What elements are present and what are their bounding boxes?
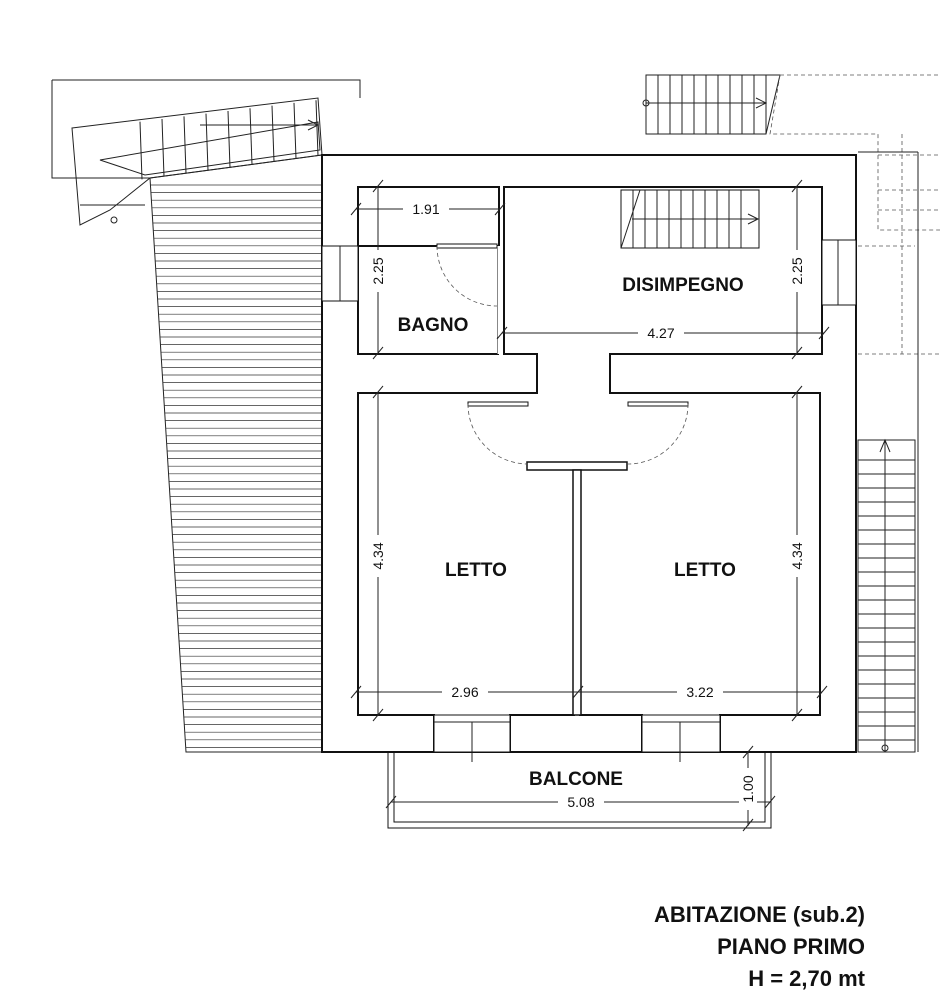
doors bbox=[436, 243, 689, 465]
left-ramp bbox=[149, 154, 323, 753]
title-line-3: H = 2,70 mt bbox=[748, 966, 865, 991]
top-right-stair bbox=[642, 74, 940, 752]
balcony bbox=[387, 751, 772, 829]
dim-balcone-width: 5.08 bbox=[567, 794, 594, 810]
dim-letto-right-width: 3.22 bbox=[686, 684, 713, 700]
title-line-2: PIANO PRIMO bbox=[717, 934, 865, 959]
dim-letto-right-height: 4.34 bbox=[789, 542, 805, 569]
dim-bagno-height: 2.25 bbox=[370, 257, 386, 284]
room-label-letto-right: LETTO bbox=[674, 560, 736, 581]
right-external-staircase bbox=[857, 438, 916, 753]
room-label-balcone: BALCONE bbox=[529, 769, 623, 790]
dim-disimpegno-width: 4.27 bbox=[647, 325, 674, 341]
dim-balcone-depth: 1.00 bbox=[740, 775, 756, 802]
room-label-letto-left: LETTO bbox=[445, 560, 507, 581]
dim-letto-left-width: 2.96 bbox=[451, 684, 478, 700]
building-walls bbox=[321, 154, 857, 753]
left-external-staircase bbox=[51, 79, 361, 226]
internal-stair bbox=[620, 189, 760, 249]
room-label-bagno: BAGNO bbox=[398, 315, 469, 336]
room-label-disimpegno: DISIMPEGNO bbox=[622, 275, 743, 296]
dim-disimpegno-height: 2.25 bbox=[789, 257, 805, 284]
title-line-1: ABITAZIONE (sub.2) bbox=[654, 902, 865, 927]
windows bbox=[321, 239, 857, 762]
dim-bagno-width: 1.91 bbox=[412, 201, 439, 217]
dim-letto-left-height: 4.34 bbox=[370, 542, 386, 569]
